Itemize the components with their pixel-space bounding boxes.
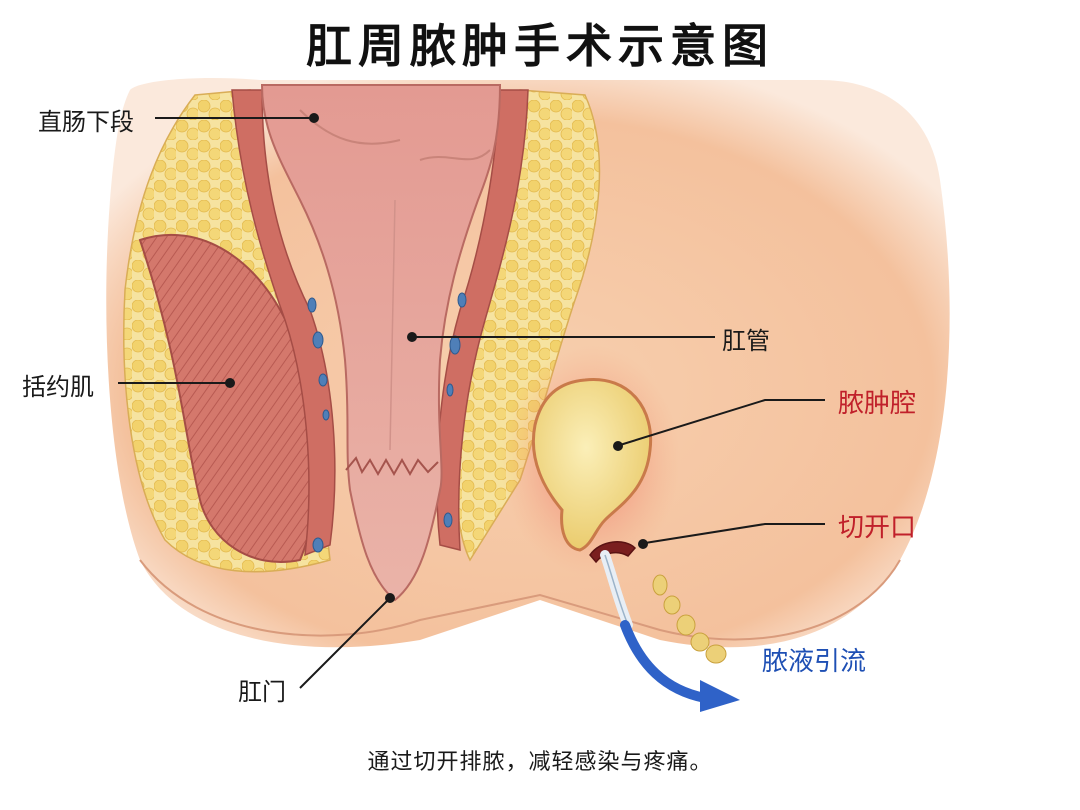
label-sphincter: 括约肌 (22, 373, 94, 401)
label-pus-drainage: 脓液引流 (762, 647, 867, 677)
label-anus: 肛门 (238, 678, 286, 706)
dentate-line (345, 456, 439, 477)
leader-incision (644, 523, 825, 544)
mucosal-fold (419, 149, 491, 161)
pus-drainage-stream (652, 574, 727, 664)
leader-dot (407, 332, 417, 342)
right-rectal-wall (436, 89, 529, 551)
caption: 通过切开排脓，减轻感染与疼痛。 (367, 750, 713, 775)
leader-dot (309, 113, 319, 123)
left-sphincter-muscle (138, 233, 318, 563)
leader-anus (299, 599, 389, 689)
leader-abscess (619, 399, 825, 446)
drainage-arrow-head (700, 680, 740, 712)
leader-dot (225, 378, 235, 388)
mucosal-fold (389, 199, 396, 451)
leader-dot (385, 593, 395, 603)
rectal-mucosa (260, 84, 502, 602)
label-anal-canal: 肛管 (722, 327, 770, 355)
label-abscess-cavity: 脓肿腔 (838, 389, 917, 419)
left-rectal-wall (231, 89, 336, 557)
drainage-arrow (620, 620, 710, 703)
label-incision: 切开口 (838, 513, 917, 543)
label-lower-rectum: 直肠下段 (38, 108, 134, 136)
leader-dot (638, 539, 648, 549)
page-title: 肛周脓肿手术示意图 (306, 19, 774, 73)
leader-dot (613, 441, 623, 451)
hemorrhoidal-vessels (307, 292, 467, 553)
